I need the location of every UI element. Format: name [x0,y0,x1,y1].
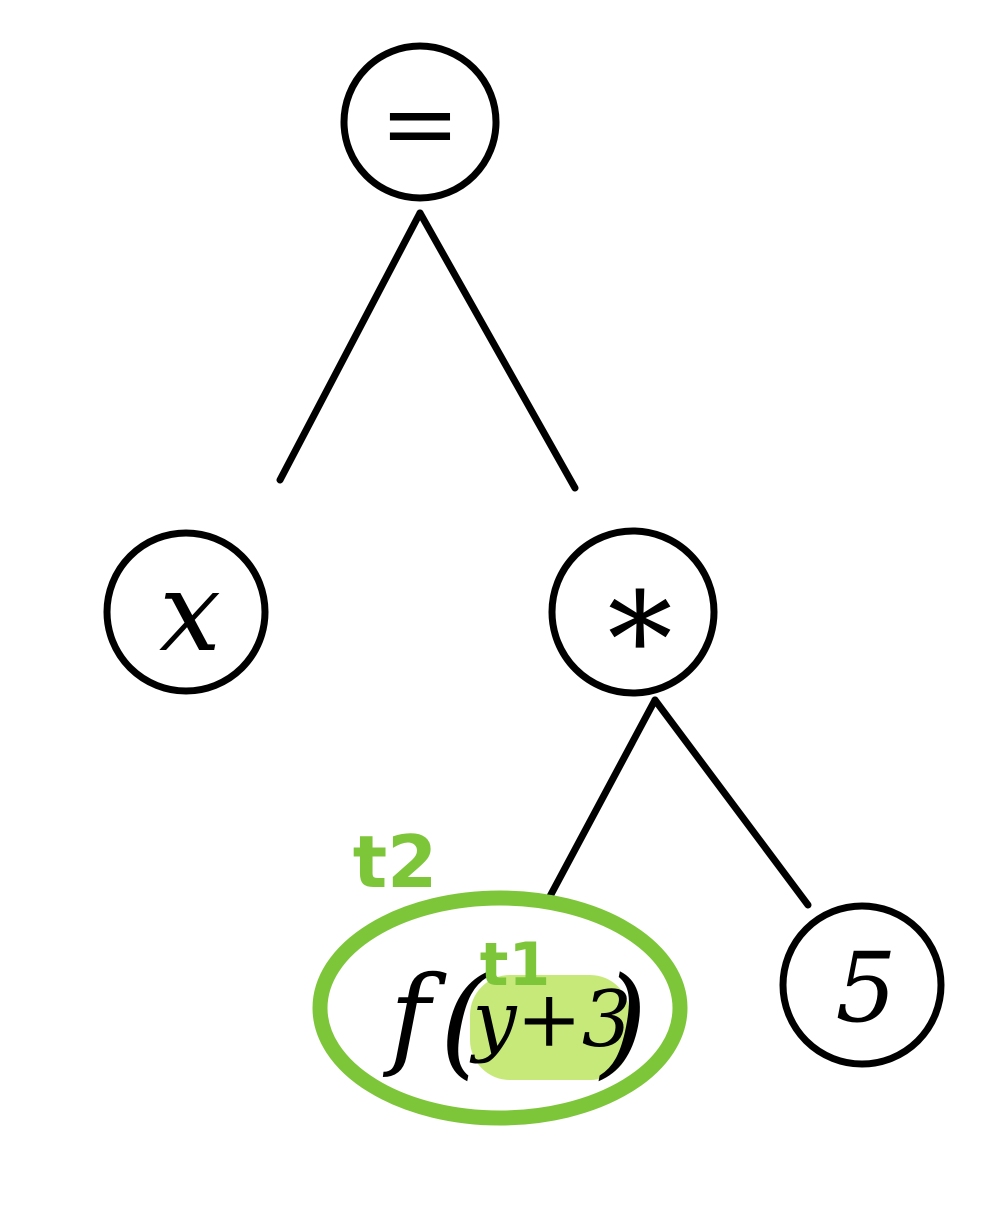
edge-root-to-x [276,209,424,484]
edge-root-to-multiply [416,209,579,492]
edge-multiply-to-five [651,696,812,909]
annotation-t2: t2 [353,820,438,904]
node-x-label: x [159,548,221,676]
node-root-circle [340,42,500,202]
call-argument: y+3 [469,975,631,1065]
node-five: 5 [779,902,945,1068]
call-open-paren: ( [440,953,489,1092]
argument-highlight-box [470,975,630,1080]
edge-multiply-to-call [536,696,659,919]
node-five-label: 5 [835,932,896,1044]
node-x-circle [103,529,269,695]
node-multiply-circle [548,527,718,697]
node-x: x [103,529,269,695]
node-multiply-label: * [608,564,673,716]
node-root-label: = [380,68,460,180]
node-function-call: f ( y+3 ) [312,890,688,1126]
node-root-equals: = [340,42,500,202]
tree-edges [276,209,812,919]
call-close-paren: ) [598,953,648,1092]
annotation-t1: t1 [480,930,550,1000]
node-five-circle [779,902,945,1068]
node-multiply: * [548,527,718,716]
